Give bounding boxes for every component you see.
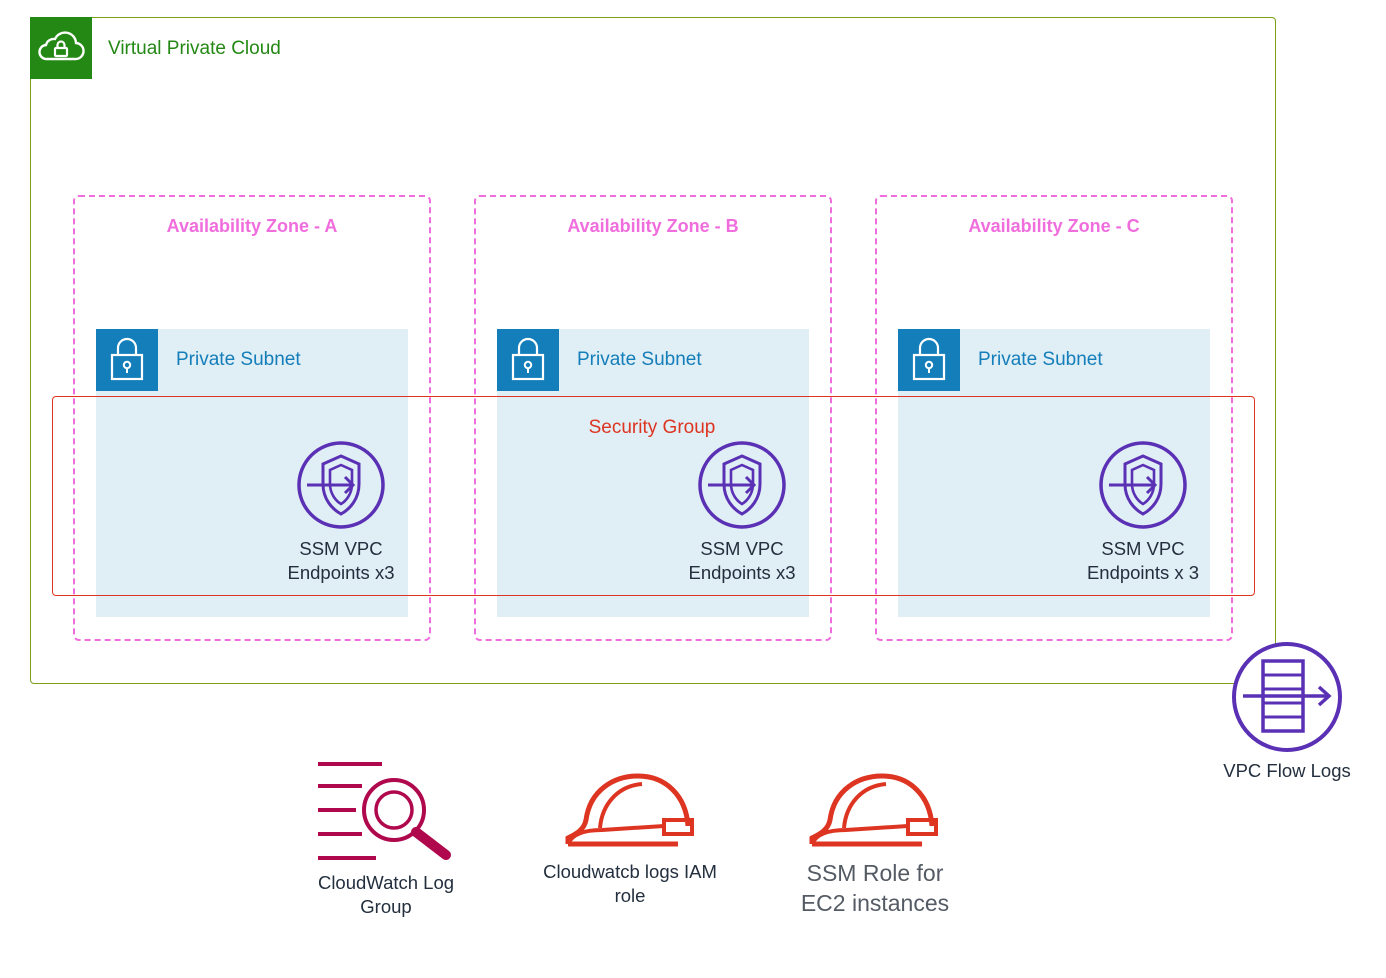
vpc-label: Virtual Private Cloud [108,38,281,59]
endpoint-label-line2: Endpoints x 3 [1086,562,1200,583]
subnet-label-a: Private Subnet [176,349,301,370]
log-group-label-line2: Group [360,896,412,917]
iam-role-label-line1: Cloudwatcb logs IAM [543,861,717,882]
padlock-icon [110,337,144,381]
endpoint-label-line2: Endpoints x3 [688,562,796,583]
padlock-icon [912,337,946,381]
iam-role-label: Cloudwatcb logs IAM role [520,860,740,908]
vpc-badge [30,17,92,79]
flow-logs-label: VPC Flow Logs [1223,760,1351,781]
vpc-endpoint-icon [698,441,786,529]
log-group-label-line1: CloudWatch Log [317,872,455,893]
log-group-label: CloudWatch Log Group [296,871,476,919]
subnet-badge-c [898,329,960,391]
endpoint-label-c: SSM VPC Endpoints x 3 [1058,537,1228,585]
endpoint-label-line1: SSM VPC [1101,538,1185,559]
availability-zone-a [73,195,431,641]
security-group-label: Security Group [588,417,716,438]
az-label-a: Availability Zone - A [166,216,338,236]
padlock-icon [511,337,545,381]
helmet-icon [565,773,694,847]
endpoint-label-line2: Endpoints x3 [287,562,395,583]
vpc-endpoint-icon [297,441,385,529]
ssm-role-label-line1: SSM Role for [806,860,944,886]
endpoint-label-line1: SSM VPC [299,538,383,559]
ssm-role-label: SSM Role for EC2 instances [765,858,985,918]
endpoint-label-line1: SSM VPC [700,538,784,559]
az-label-b: Availability Zone - B [567,216,739,236]
endpoint-label-b: SSM VPC Endpoints x3 [657,537,827,585]
availability-zone-c [875,195,1233,641]
subnet-badge-b [497,329,559,391]
log-search-icon [318,762,451,860]
helmet-icon [809,773,938,847]
subnet-label-c: Private Subnet [978,349,1103,370]
subnet-label-b: Private Subnet [577,349,702,370]
availability-zone-b [474,195,832,641]
cloud-lock-icon [38,31,85,61]
ssm-role-label-line2: EC2 instances [800,890,950,916]
az-label-c: Availability Zone - C [968,216,1140,236]
iam-role-label-line2: role [614,885,646,906]
subnet-badge-a [96,329,158,391]
vpc-container [30,17,1276,684]
vpc-endpoint-icon [1099,441,1187,529]
flow-logs-icon [1232,642,1342,752]
endpoint-label-a: SSM VPC Endpoints x3 [256,537,426,585]
security-group-box [52,396,1255,596]
